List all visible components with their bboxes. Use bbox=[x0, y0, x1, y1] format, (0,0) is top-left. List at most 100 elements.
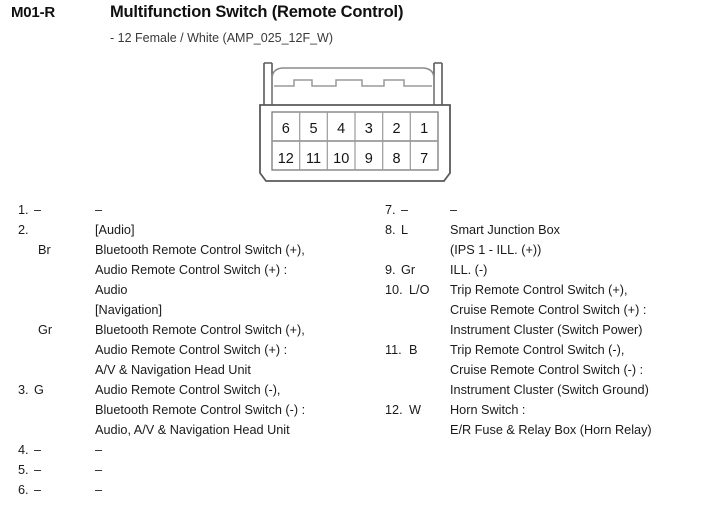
pin-wire-color: Gr bbox=[401, 263, 416, 277]
pin-description: Audio Remote Control Switch (-), bbox=[95, 383, 281, 397]
pin-row: [Navigation] bbox=[0, 300, 360, 320]
connector-notch-rail bbox=[274, 79, 432, 87]
pin-description: E/R Fuse & Relay Box (Horn Relay) bbox=[450, 423, 652, 437]
pin-description: – bbox=[95, 443, 103, 457]
pin-description: Audio Remote Control Switch (+) : bbox=[95, 263, 288, 277]
pin-row: 3. G Audio Remote Control Switch (-), bbox=[0, 380, 360, 400]
pin-row: Audio Remote Control Switch (+) : bbox=[0, 340, 360, 360]
pin-number: 11. bbox=[385, 343, 402, 357]
pin-row: Bluetooth Remote Control Switch (-) : bbox=[0, 400, 360, 420]
pin-row: Cruise Remote Control Switch (-) : bbox=[367, 360, 706, 380]
pin-row: Audio bbox=[0, 280, 360, 300]
pin-row: Instrument Cluster (Switch Ground) bbox=[367, 380, 706, 400]
pin-row: 11. B Trip Remote Control Switch (-), bbox=[367, 340, 706, 360]
pin-cell-5: 5 bbox=[309, 121, 317, 137]
pin-row: 8. L Smart Junction Box bbox=[367, 220, 706, 240]
connector-code: M01-R bbox=[11, 4, 56, 21]
pin-number: 5. bbox=[18, 463, 29, 477]
pin-row: Br Bluetooth Remote Control Switch (+), bbox=[0, 240, 360, 260]
pin-wire-color: Br bbox=[38, 243, 51, 257]
pin-cell-6: 6 bbox=[282, 121, 290, 137]
pin-cell-9: 9 bbox=[365, 151, 373, 167]
pin-description: Instrument Cluster (Switch Ground) bbox=[450, 383, 649, 397]
pin-description: [Audio] bbox=[95, 223, 135, 237]
pin-description: Trip Remote Control Switch (+), bbox=[450, 283, 628, 297]
connector-pin-numbers: 6 5 4 3 2 1 12 11 10 9 8 7 bbox=[278, 121, 429, 167]
pin-row: 9. Gr ILL. (-) bbox=[367, 260, 706, 280]
pin-description: – bbox=[95, 463, 103, 477]
pin-description: Trip Remote Control Switch (-), bbox=[450, 343, 625, 357]
pin-description: (IPS 1 - ILL. (+)) bbox=[450, 243, 542, 257]
pin-row: 6.–– bbox=[0, 480, 360, 500]
pin-row: (IPS 1 - ILL. (+)) bbox=[367, 240, 706, 260]
pin-description: Instrument Cluster (Switch Power) bbox=[450, 323, 643, 337]
pin-description: ILL. (-) bbox=[450, 263, 488, 277]
pin-cell-8: 8 bbox=[392, 151, 400, 167]
pin-number: 6. bbox=[18, 483, 29, 497]
pin-cell-4: 4 bbox=[337, 121, 345, 137]
pin-row: 10. L/O Trip Remote Control Switch (+), bbox=[367, 280, 706, 300]
connector-top-shroud bbox=[271, 67, 435, 105]
pin-wire-color: L/O bbox=[409, 283, 430, 297]
pin-number: 10. bbox=[385, 283, 403, 297]
pin-number: 2. bbox=[18, 223, 29, 237]
pin-wire-color: – bbox=[401, 203, 409, 217]
pin-row: Audio, A/V & Navigation Head Unit bbox=[0, 420, 360, 440]
pin-wire-color: Gr bbox=[38, 323, 53, 337]
pin-description: Horn Switch : bbox=[450, 403, 526, 417]
pin-row: Instrument Cluster (Switch Power) bbox=[367, 320, 706, 340]
pin-row: 12. W Horn Switch : bbox=[367, 400, 706, 420]
connector-latch-tabs bbox=[263, 62, 443, 105]
connector-diagram: 6 5 4 3 2 1 12 11 10 9 8 7 bbox=[252, 55, 458, 190]
pin-row: Audio Remote Control Switch (+) : bbox=[0, 260, 360, 280]
connector-subtitle: - 12 Female / White (AMP_025_12F_W) bbox=[110, 31, 333, 45]
pin-description: Bluetooth Remote Control Switch (+), bbox=[95, 323, 305, 337]
connector-column-dividers bbox=[299, 112, 411, 170]
page-title: Multifunction Switch (Remote Control) bbox=[110, 3, 404, 21]
pin-description: Bluetooth Remote Control Switch (-) : bbox=[95, 403, 306, 417]
pin-number: 8. bbox=[385, 223, 396, 237]
pin-description: Audio Remote Control Switch (+) : bbox=[95, 343, 288, 357]
pin-wire-color: L bbox=[401, 223, 409, 237]
connector-body-outline bbox=[259, 104, 451, 182]
pin-cell-1: 1 bbox=[420, 121, 428, 137]
pin-number: 12. bbox=[385, 403, 403, 417]
pin-row: 2. [Audio] bbox=[0, 220, 360, 240]
pin-description: Bluetooth Remote Control Switch (+), bbox=[95, 243, 305, 257]
pin-cell-12: 12 bbox=[278, 151, 294, 167]
pin-number: 7. bbox=[385, 203, 396, 217]
pin-description: Audio bbox=[95, 283, 128, 297]
pin-wire-color: – bbox=[34, 483, 42, 497]
pin-row: 1.–– bbox=[0, 200, 360, 220]
pin-description: [Navigation] bbox=[95, 303, 162, 317]
pin-number: 9. bbox=[385, 263, 396, 277]
pin-cell-10: 10 bbox=[333, 151, 349, 167]
pin-cell-7: 7 bbox=[420, 151, 428, 167]
pin-wire-color: W bbox=[409, 403, 421, 417]
pin-description: Cruise Remote Control Switch (+) : bbox=[450, 303, 647, 317]
pin-cell-2: 2 bbox=[392, 121, 400, 137]
pin-row: 7.–– bbox=[367, 200, 706, 220]
pin-row: 5.–– bbox=[0, 460, 360, 480]
pin-cell-3: 3 bbox=[365, 121, 373, 137]
pin-description: Cruise Remote Control Switch (-) : bbox=[450, 363, 644, 377]
pin-row: E/R Fuse & Relay Box (Horn Relay) bbox=[367, 420, 706, 440]
pin-cell-11: 11 bbox=[306, 151, 321, 167]
pin-description: A/V & Navigation Head Unit bbox=[95, 363, 251, 377]
pin-wire-color: – bbox=[34, 203, 42, 217]
pin-description: Smart Junction Box bbox=[450, 223, 561, 237]
pin-description: – bbox=[95, 203, 103, 217]
pin-row: 4.–– bbox=[0, 440, 360, 460]
pin-description: – bbox=[450, 203, 458, 217]
pin-wire-color: – bbox=[34, 443, 42, 457]
pin-row: Gr Bluetooth Remote Control Switch (+), bbox=[0, 320, 360, 340]
pin-number: 3. bbox=[18, 383, 29, 397]
pin-row: Cruise Remote Control Switch (+) : bbox=[367, 300, 706, 320]
pin-wire-color: G bbox=[34, 383, 44, 397]
pin-description: – bbox=[95, 483, 103, 497]
pin-number: 4. bbox=[18, 443, 29, 457]
pin-description: Audio, A/V & Navigation Head Unit bbox=[95, 423, 290, 437]
pin-wire-color: B bbox=[409, 343, 418, 357]
pin-number: 1. bbox=[18, 203, 29, 217]
